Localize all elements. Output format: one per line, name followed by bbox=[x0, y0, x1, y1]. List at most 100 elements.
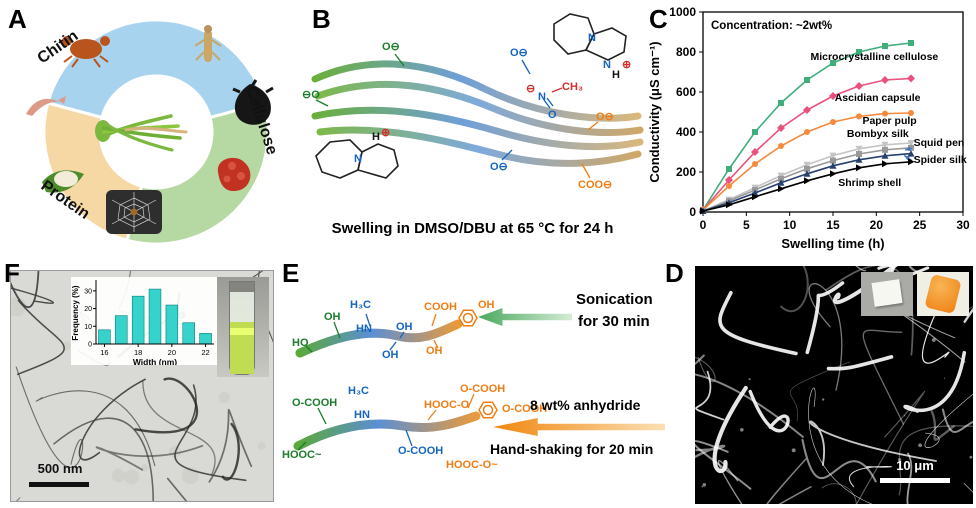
swelling-scheme-illustration: N N H ⊕ N H ⊕ bbox=[311, 13, 644, 179]
svg-text:0: 0 bbox=[88, 342, 92, 349]
vial-cap bbox=[230, 282, 254, 292]
plus-charge: ⊕ bbox=[381, 127, 390, 139]
svg-text:Shrimp shell: Shrimp shell bbox=[838, 177, 901, 189]
chem-label: ⊖O bbox=[302, 89, 320, 101]
svg-text:Ascidian capsule: Ascidian capsule bbox=[835, 92, 921, 104]
chem-label: N bbox=[538, 91, 546, 103]
chem-label: O⊖ bbox=[490, 161, 508, 173]
panel-b-caption: Swelling in DMSO/DBU at 65 °C for 24 h bbox=[331, 220, 614, 237]
svg-text:Frequency (%): Frequency (%) bbox=[71, 285, 80, 340]
chem-label: OH bbox=[396, 321, 413, 333]
panel-d-label: D bbox=[665, 258, 684, 288]
chem-label: HOOC-O~ bbox=[446, 459, 498, 471]
chem-label: H₃C bbox=[350, 299, 371, 311]
h-atom-label: H bbox=[372, 131, 380, 143]
chem-label: CH₃ bbox=[562, 81, 583, 93]
svg-text:20: 20 bbox=[168, 348, 176, 357]
dbu-molecule: N H ⊕ bbox=[315, 127, 399, 179]
svg-text:30: 30 bbox=[84, 288, 92, 295]
shrimp-photo bbox=[26, 96, 66, 116]
panel-e-label: E bbox=[282, 258, 300, 288]
benzene-rings bbox=[458, 309, 498, 419]
chem-label: O-COOH bbox=[502, 403, 548, 415]
svg-text:22: 22 bbox=[201, 348, 209, 357]
scale-bar bbox=[880, 478, 950, 483]
black-coral-photo bbox=[232, 79, 274, 125]
mantis-photo bbox=[194, 25, 222, 62]
chem-label: COOH bbox=[424, 301, 457, 313]
svg-text:600: 600 bbox=[676, 85, 696, 99]
panel-b-label: B bbox=[312, 4, 331, 34]
panel-c-label: C bbox=[649, 4, 668, 34]
svg-text:15: 15 bbox=[826, 218, 840, 232]
n-atom-label: N bbox=[588, 32, 596, 44]
svg-text:10: 10 bbox=[84, 324, 92, 331]
crab-photo bbox=[62, 36, 110, 68]
panel-f-label: F bbox=[4, 258, 20, 288]
sample-vial-photo bbox=[217, 277, 269, 377]
svg-text:Concentration: ~2wt%: Concentration: ~2wt% bbox=[711, 20, 832, 32]
chem-label: OH bbox=[382, 349, 399, 361]
svg-text:1000: 1000 bbox=[669, 5, 696, 19]
svg-text:Squid pen: Squid pen bbox=[914, 137, 965, 149]
svg-text:16: 16 bbox=[100, 348, 108, 357]
vial-glass bbox=[229, 281, 255, 375]
chem-label: O⊖ bbox=[510, 47, 528, 59]
chem-label: O-COOH bbox=[460, 383, 506, 395]
cube-photo bbox=[861, 272, 913, 316]
polymer-strands bbox=[311, 60, 644, 167]
svg-text:Swelling time (h): Swelling time (h) bbox=[781, 236, 884, 251]
chem-label: OH bbox=[426, 345, 443, 357]
svg-text:18: 18 bbox=[134, 348, 142, 357]
chem-label: O⊖ bbox=[382, 41, 400, 53]
chitin-segment bbox=[45, 18, 267, 120]
svg-text:0: 0 bbox=[689, 205, 696, 219]
bond-lines bbox=[297, 313, 475, 451]
chem-label: HN bbox=[356, 323, 372, 335]
cellulose-segment bbox=[125, 101, 270, 246]
svg-text:Microcrystalline cellulose: Microcrystalline cellulose bbox=[810, 51, 938, 63]
anhydride-text: 8 wt% anhydride bbox=[530, 397, 641, 413]
vial-liquid bbox=[230, 322, 254, 374]
svg-text:5: 5 bbox=[743, 218, 750, 232]
hand-shaking-text: Hand-shaking for 20 min bbox=[490, 441, 654, 457]
panel-e: E bbox=[278, 258, 668, 508]
panel-b: B bbox=[300, 4, 645, 256]
bond-lines bbox=[315, 53, 599, 179]
n-atom-label: N bbox=[354, 153, 362, 165]
chem-label: H₃C bbox=[348, 385, 369, 397]
plus-charge: ⊕ bbox=[622, 59, 631, 71]
gel-photo bbox=[917, 272, 969, 316]
scale-bar bbox=[29, 482, 89, 487]
panel-a: A bbox=[6, 4, 298, 256]
chem-label: O-COOH bbox=[292, 397, 338, 409]
svg-text:800: 800 bbox=[676, 45, 696, 59]
svg-text:Width (nm): Width (nm) bbox=[133, 357, 177, 365]
scale-bar-label: 500 nm bbox=[37, 461, 83, 476]
chem-label: O bbox=[548, 109, 557, 121]
svg-text:0: 0 bbox=[700, 218, 707, 232]
chem-label: O-COOH bbox=[398, 445, 444, 457]
svg-text:Conductivity (μS cm⁻¹): Conductivity (μS cm⁻¹) bbox=[647, 41, 662, 182]
chem-label: HOOC~ bbox=[282, 449, 322, 461]
functionalization-scheme bbox=[293, 309, 498, 451]
svg-text:25: 25 bbox=[913, 218, 927, 232]
h-atom-label: H bbox=[612, 69, 620, 81]
svg-text:Spider silk: Spider silk bbox=[914, 154, 967, 166]
svg-text:Paper pulp: Paper pulp bbox=[862, 115, 916, 127]
vial-laser-line bbox=[230, 328, 254, 335]
chem-label: HN bbox=[354, 409, 370, 421]
sem-image: 10 μm bbox=[695, 266, 973, 504]
orange-gel bbox=[924, 273, 962, 315]
panel-d: D 10 μm bbox=[665, 258, 976, 508]
svg-text:20: 20 bbox=[84, 306, 92, 313]
spider-web-photo bbox=[106, 190, 162, 234]
